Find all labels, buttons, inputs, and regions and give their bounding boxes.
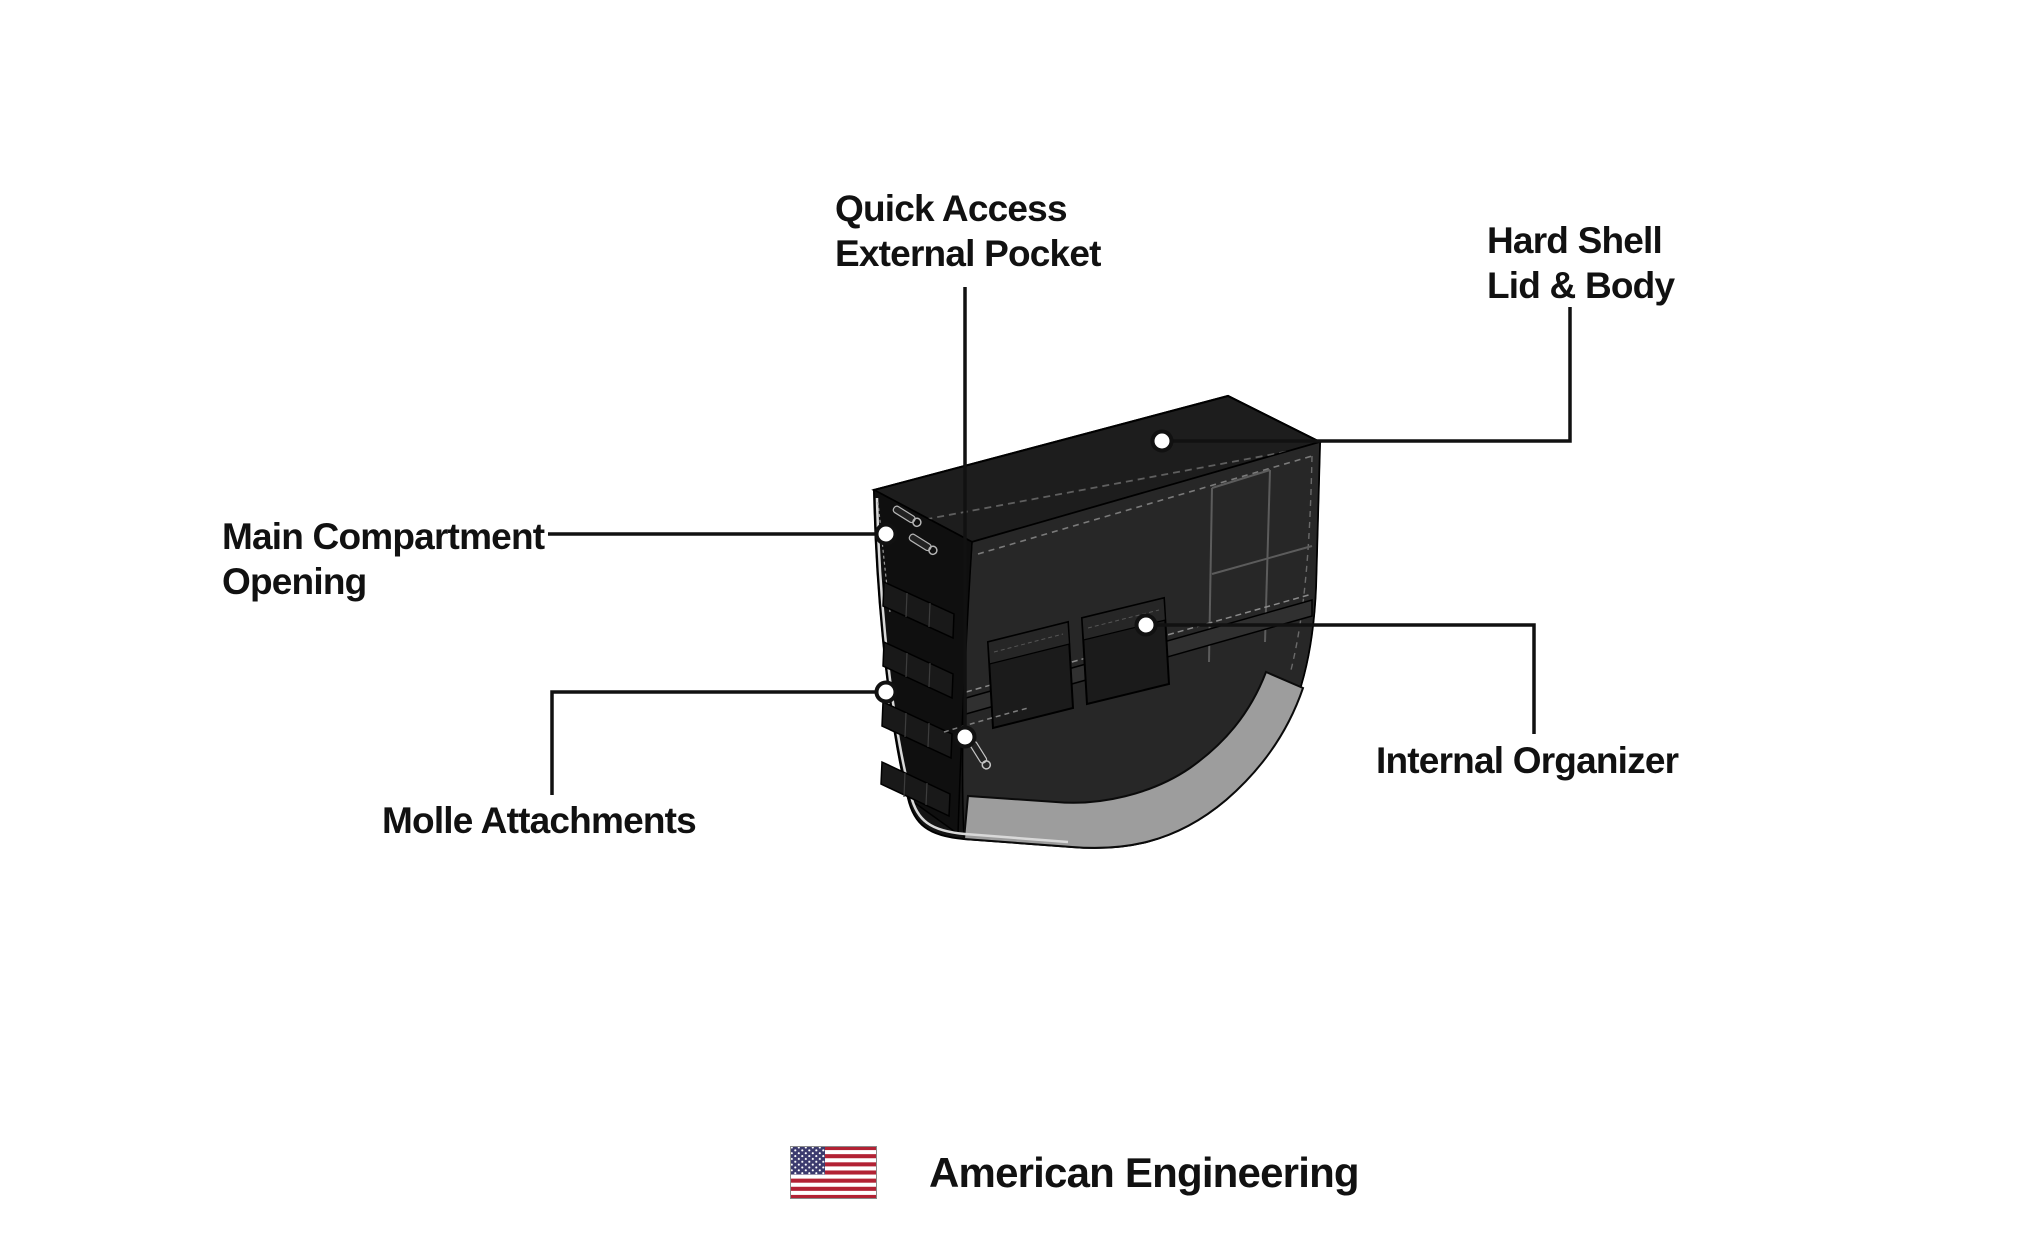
callout-main-compartment-opening: Main Compartment Opening: [222, 514, 545, 604]
callout-text-line: External Pocket: [835, 233, 1101, 274]
callout-text-line: Hard Shell: [1487, 220, 1663, 261]
molle-webbing: [880, 580, 955, 818]
footer-text: American Engineering: [929, 1149, 1360, 1196]
callout-internal-organizer: Internal Organizer: [1376, 738, 1679, 783]
edge-piping: [875, 497, 1069, 844]
callout-text-line: Opening: [222, 561, 367, 602]
footer: American Engineering: [790, 1146, 1360, 1199]
callout-quick-access-external-pocket: Quick Access External Pocket: [835, 186, 1101, 276]
molle-leader-line: [550, 690, 877, 795]
us-flag-icon: [790, 1146, 877, 1199]
rim-stitch: [977, 455, 1313, 555]
lid-seam-stitch: [889, 447, 1307, 527]
callout-hard-shell-lid-body: Hard Shell Lid & Body: [1487, 218, 1675, 308]
callout-text-line: Molle Attachments: [382, 800, 697, 841]
callout-text-line: Internal Organizer: [1376, 740, 1679, 781]
callout-text-line: Lid & Body: [1487, 265, 1675, 306]
main-zipper-pull-2: [908, 533, 938, 556]
callout-text-line: Quick Access: [835, 188, 1068, 229]
main-zipper-pull-1: [892, 505, 922, 528]
callout-molle-attachments: Molle Attachments: [382, 798, 697, 843]
saddlebag-illustration: [871, 394, 1323, 849]
callout-text-line: Main Compartment: [222, 516, 545, 557]
edge-zipper-teeth: [877, 501, 891, 613]
molle-stitches: [903, 592, 931, 806]
